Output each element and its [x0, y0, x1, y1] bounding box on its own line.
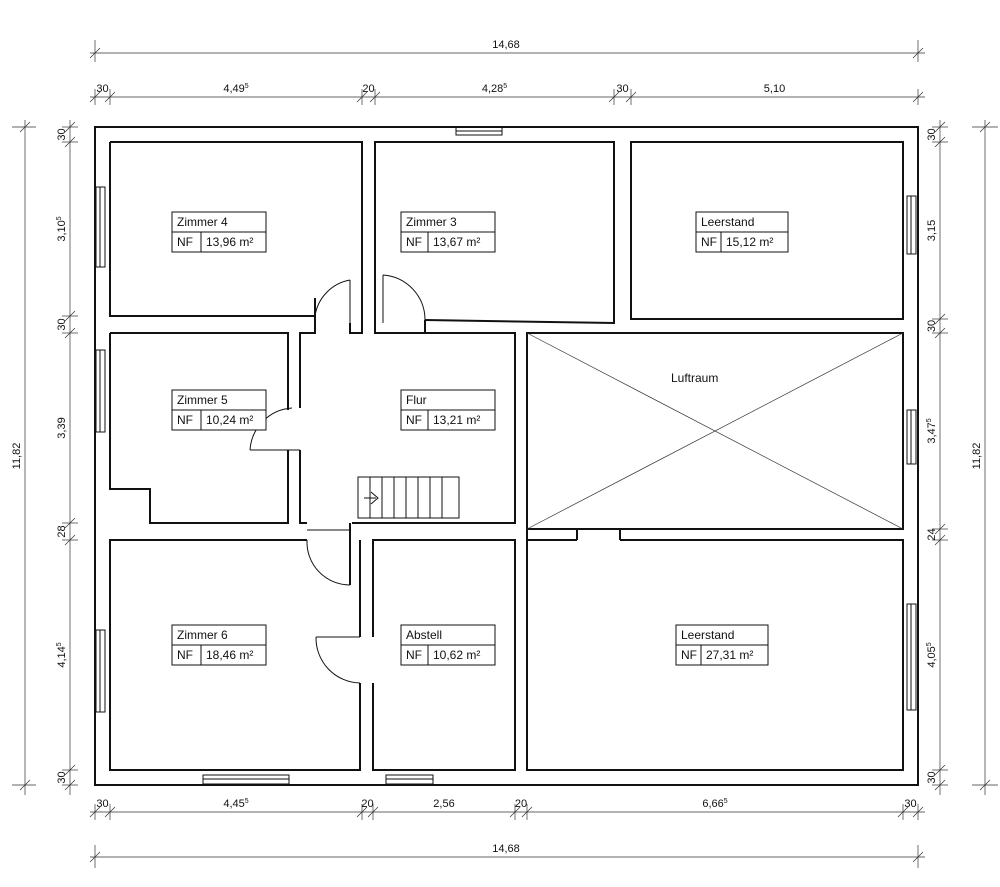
dim-left-2: 30: [56, 318, 68, 330]
dim-bottom-1: 4,455: [223, 798, 248, 810]
dim-right-5-sup: 5: [926, 642, 933, 646]
room-name-zimmer5: Zimmer 5: [177, 393, 228, 407]
room-label-zimmer6: Zimmer 6 NF 18,46 m²: [171, 624, 267, 666]
walls: [94, 126, 919, 786]
room-name-abstell: Abstell: [406, 628, 442, 642]
dimension-texts: 14,68 14,68 11,82 11,82 30 4,495 20 4,285 30…: [11, 39, 983, 855]
dim-bottom-2: 20: [361, 798, 373, 810]
dimension-lines: [12, 40, 998, 868]
dim-left-total: 11,82: [11, 443, 23, 470]
room-label-zimmer4: Zimmer 4 NF 13,96 m²: [171, 211, 267, 253]
dim-top-5: 5,10: [764, 83, 785, 95]
dim-right-3: 3,475: [926, 418, 938, 443]
dim-left-6: 30: [56, 771, 68, 783]
room-nf-flur: NF: [406, 413, 422, 427]
room-area-zimmer6: 18,46 m²: [206, 648, 253, 662]
dim-top-0: 30: [96, 83, 108, 95]
room-label-leerstand-bottom: Leerstand NF 27,31 m²: [675, 624, 769, 666]
room-nf-zimmer3: NF: [406, 235, 422, 249]
room-name-luftraum: Luftraum: [671, 371, 718, 385]
dim-bottom-0: 30: [96, 798, 108, 810]
dim-top-total: 14,68: [492, 39, 520, 51]
dim-right-0: 30: [926, 128, 938, 140]
dim-bottom-total: 14,68: [492, 843, 520, 855]
room-nf-leerstand-top: NF: [701, 235, 717, 249]
dim-right-4: 24: [926, 528, 938, 540]
room-name-zimmer6: Zimmer 6: [177, 628, 228, 642]
room-name-zimmer4: Zimmer 4: [177, 215, 228, 229]
luftraum-cross: [526, 332, 904, 530]
room-area-leerstand-top: 15,12 m²: [726, 235, 773, 249]
room-label-zimmer3: Zimmer 3 NF 13,67 m²: [400, 211, 496, 253]
room-nf-zimmer5: NF: [177, 413, 193, 427]
dim-right-1: 3,15: [926, 220, 938, 241]
dim-top-4: 30: [616, 83, 628, 95]
dim-left-1: 3,105: [56, 216, 68, 241]
dim-left-3: 3,39: [56, 417, 68, 438]
room-label-leerstand-top: Leerstand NF 15,12 m²: [695, 211, 789, 253]
dim-bottom-4: 20: [515, 798, 527, 810]
dim-right-total: 11,82: [971, 443, 983, 470]
dim-right-5: 4,055: [926, 642, 938, 667]
room-nf-abstell: NF: [406, 648, 422, 662]
room-area-zimmer4: 13,96 m²: [206, 235, 253, 249]
room-label-flur: Flur NF 13,21 m²: [400, 389, 496, 431]
dim-top-3: 4,285: [482, 83, 507, 95]
room-label-zimmer5: Zimmer 5 NF 10,24 m²: [171, 389, 267, 431]
dim-top-1: 4,495: [223, 83, 248, 95]
dim-top-2: 20: [362, 83, 374, 95]
room-area-zimmer3: 13,67 m²: [433, 235, 480, 249]
room-nf-zimmer4: NF: [177, 235, 193, 249]
dim-left-0: 30: [56, 128, 68, 140]
dim-bottom-5-sup: 5: [724, 798, 728, 805]
dim-top-1-sup: 5: [245, 83, 249, 90]
room-name-leerstand-top: Leerstand: [701, 215, 754, 229]
dim-bottom-5: 6,665: [702, 798, 727, 810]
dim-left-5-sup: 5: [56, 642, 63, 646]
dim-bottom-1-sup: 5: [245, 798, 249, 805]
dim-top-3-sup: 5: [503, 83, 507, 90]
dim-bottom-6: 30: [904, 798, 916, 810]
room-label-abstell: Abstell NF 10,62 m²: [400, 624, 496, 666]
room-name-leerstand-bottom: Leerstand: [681, 628, 734, 642]
room-area-leerstand-bottom: 27,31 m²: [706, 648, 753, 662]
room-nf-leerstand-bottom: NF: [681, 648, 697, 662]
dim-bottom-3: 2,56: [433, 798, 454, 810]
dim-right-3-sup: 5: [926, 418, 933, 422]
dim-left-1-sup: 5: [56, 216, 63, 220]
dim-left-4: 28: [56, 525, 68, 537]
windows: [95, 126, 917, 785]
room-nf-zimmer6: NF: [177, 648, 193, 662]
room-area-flur: 13,21 m²: [433, 413, 480, 427]
dim-right-6: 30: [926, 771, 938, 783]
room-name-flur: Flur: [406, 393, 427, 407]
stairs: [357, 476, 460, 519]
room-area-zimmer5: 10,24 m²: [206, 413, 253, 427]
room-area-abstell: 10,62 m²: [433, 648, 480, 662]
room-name-zimmer3: Zimmer 3: [406, 215, 457, 229]
doors: [249, 274, 426, 684]
dim-left-5: 4,145: [56, 642, 68, 667]
dim-right-2: 30: [926, 320, 938, 332]
